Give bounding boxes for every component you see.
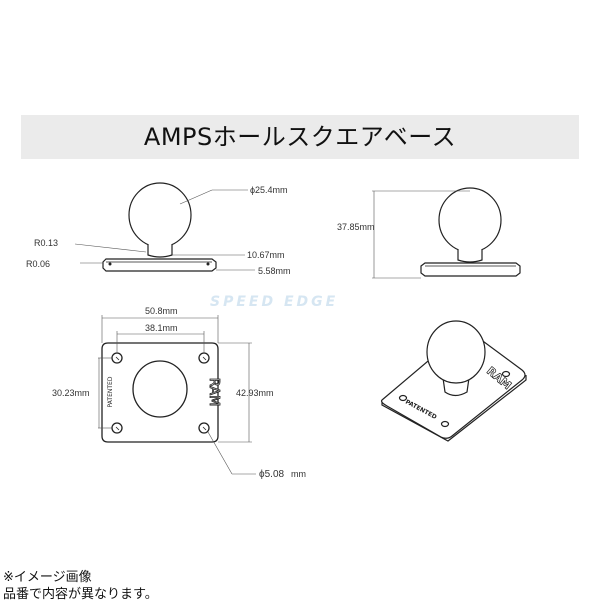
hole-bottom-right	[198, 422, 210, 434]
side-dimension-lines	[372, 190, 470, 279]
front-view	[102, 182, 217, 272]
dim-height-holes: 30.23mm	[52, 388, 90, 398]
dim-width-holes: 38.1mm	[145, 323, 178, 333]
dim-hole-diameter: ϕ5.08	[259, 469, 285, 480]
dim-neck: 10.67mm	[247, 250, 285, 260]
dim-r006: R0.06	[26, 259, 50, 269]
iso-ball	[426, 320, 486, 384]
dim-width-outer: 50.8mm	[145, 306, 178, 316]
side-base	[420, 262, 521, 277]
isometric-view	[380, 320, 527, 442]
dim-base-thickness: 5.58mm	[258, 266, 291, 276]
dim-r013: R0.13	[34, 238, 58, 248]
front-dimension-lines	[74, 189, 255, 271]
dim-hole-unit: mm	[291, 469, 306, 479]
plate-ram-label: RAM	[206, 378, 221, 407]
front-base	[102, 258, 217, 272]
dim-ball-diameter: ϕ25.4mm	[250, 185, 288, 195]
note-image-only: ※イメージ画像	[3, 570, 92, 585]
watermark: SPEED EDGE	[210, 294, 338, 310]
page-title: AMPSホールスクエアベース	[143, 123, 457, 151]
side-ball	[438, 187, 502, 253]
top-view	[101, 342, 219, 443]
plate-patented-label: PATENTED	[107, 376, 114, 407]
front-neck	[147, 244, 173, 258]
title-band: AMPSホールスクエアベース	[21, 115, 579, 159]
note-varies-by-part: 品番で内容が異なります。	[3, 587, 158, 602]
front-ball	[128, 182, 192, 248]
top-dimension-lines	[98, 315, 256, 475]
side-neck	[457, 249, 483, 263]
side-view	[420, 187, 521, 277]
top-ball-outline	[132, 360, 188, 418]
dim-height: 37.85mm	[337, 222, 375, 232]
dim-height-outer: 42.93mm	[236, 388, 274, 398]
